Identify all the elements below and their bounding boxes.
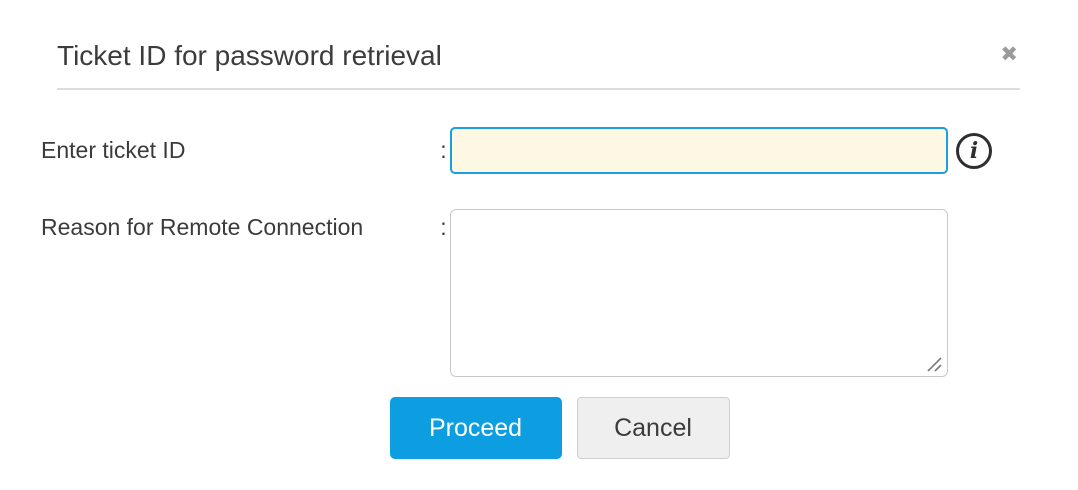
dialog-header: Ticket ID for password retrieval ✖ (0, 0, 1078, 72)
dialog-form: Enter ticket ID : i Reason for Remote Co… (0, 90, 1078, 459)
ticket-id-row: Enter ticket ID : i (41, 127, 1078, 174)
ticket-id-input[interactable] (450, 127, 948, 174)
proceed-button[interactable]: Proceed (389, 397, 562, 459)
reason-label: Reason for Remote Connection (41, 214, 364, 240)
reason-colon: : (440, 214, 447, 240)
reason-textarea[interactable] (450, 209, 948, 377)
reason-row: Reason for Remote Connection : (41, 209, 1078, 382)
cancel-button[interactable]: Cancel (576, 397, 730, 459)
info-icon[interactable]: i (956, 132, 992, 169)
reason-textarea-wrap (450, 209, 948, 382)
dialog-title: Ticket ID for password retrieval (57, 40, 442, 71)
ticket-id-label: Enter ticket ID (41, 137, 186, 163)
header-divider (57, 88, 1020, 90)
close-icon[interactable]: ✖ (1000, 42, 1018, 66)
dialog-actions: Proceed Cancel (41, 397, 1078, 459)
resize-handle-icon[interactable] (926, 356, 943, 373)
ticket-id-colon: : (440, 137, 447, 163)
